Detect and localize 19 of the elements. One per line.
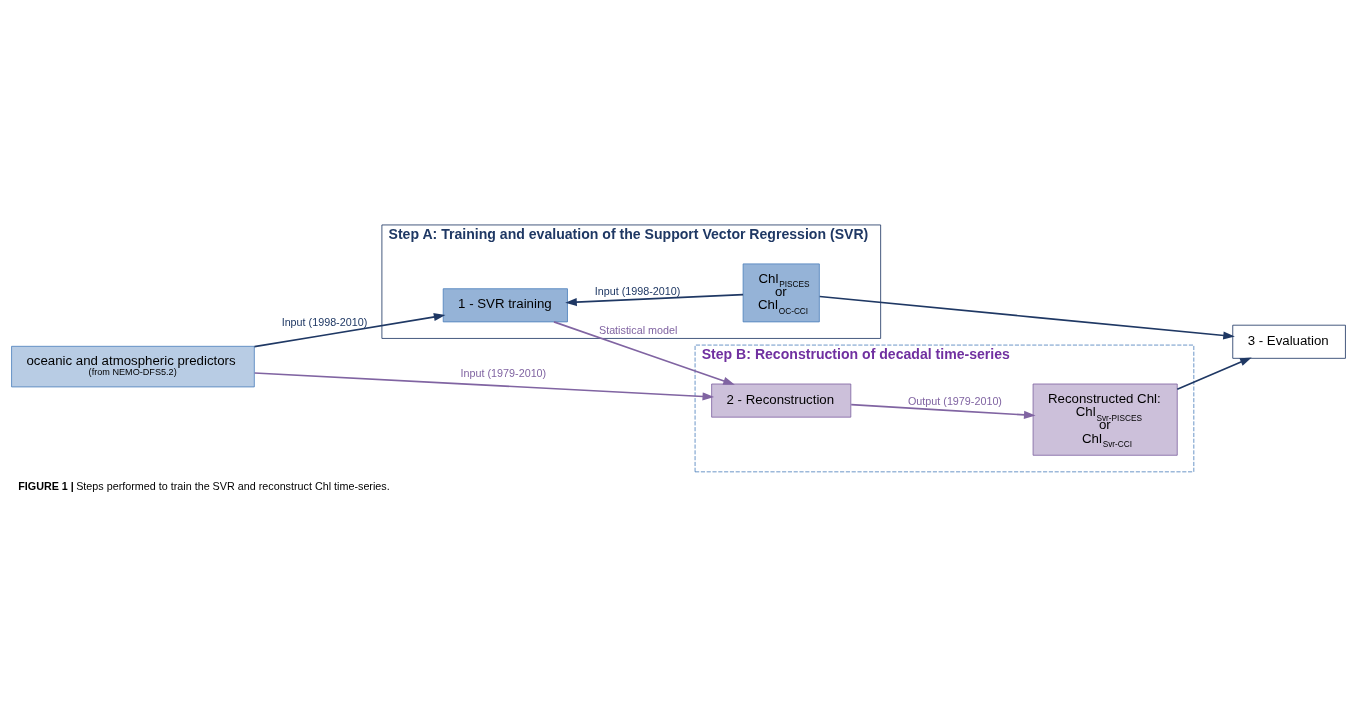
arrow xyxy=(553,320,735,385)
arrow xyxy=(1176,356,1252,390)
caption: FIGURE 1 | Steps performed to train the SVR and reconstruct Chl time-series. xyxy=(18,479,390,492)
edge-label: Input (1998-2010) xyxy=(281,315,368,328)
arrow xyxy=(565,293,744,306)
edge-label: Input (1998-2010) xyxy=(594,284,681,297)
edge-label: Output (1979-2010) xyxy=(907,394,1002,407)
arrow xyxy=(818,295,1235,340)
node-box: 1 - SVR training xyxy=(442,287,568,322)
node-box: oceanic and atmospheric predictors (from NEMO-DFS5.2) xyxy=(11,345,255,387)
edge-label: Statistical model xyxy=(598,323,678,336)
arrow xyxy=(253,312,446,347)
edge-label: Input (1979-2010) xyxy=(460,366,547,379)
node-box: 3 - Evaluation xyxy=(1232,324,1346,359)
node-box: 2 - Reconstruction xyxy=(711,383,852,418)
arrow xyxy=(253,371,715,401)
node-box: Reconstructed Chl: Chl$_{Svr-PISCES}$ or Chl$_{Svr-CCI}$ xyxy=(1032,383,1178,456)
arrow xyxy=(850,403,1036,419)
node-box: Chl$_{PISCES}$ or Chl$_{OC-CCI}$ xyxy=(742,262,820,322)
